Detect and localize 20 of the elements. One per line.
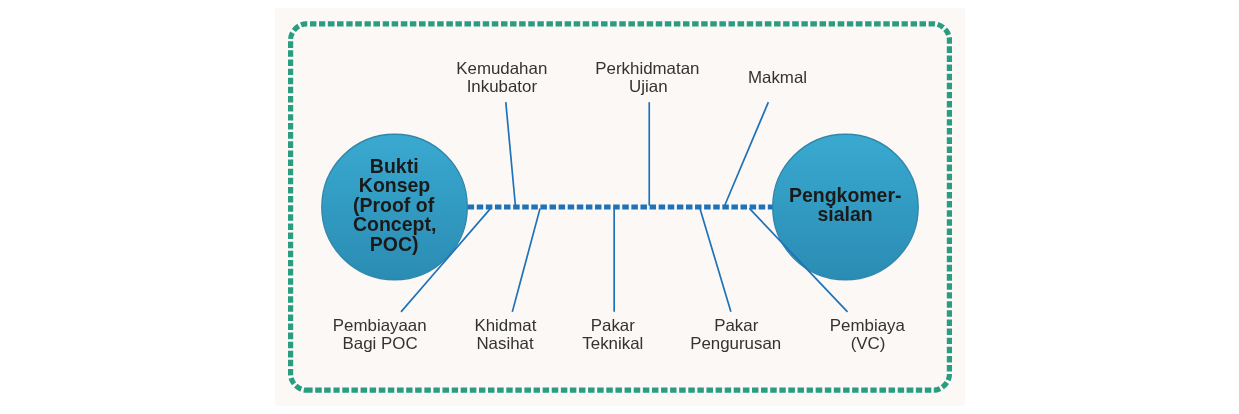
node-text: Khidmat Nasihat [473,315,536,354]
node-text: Pembiaya (VC) [829,315,905,354]
node-text: Pembiayaan Bagi POC [332,315,427,354]
connector [511,207,541,313]
connector [504,101,516,207]
connector [748,207,848,313]
node-text: Makmal [747,67,807,87]
cluster [287,21,952,393]
connector [723,101,769,207]
node-circle: Bukti Konsep (Proof of Concept, POC) [320,133,468,281]
node-text: Perkhidmatan Ujian [594,58,699,96]
node-circle: Pengkomer-sialan [771,133,919,281]
node-text: Pakar Pengurusan [689,315,781,354]
node-text: Kemudahan Inkubator [455,58,547,96]
connector [467,204,772,210]
connector [647,101,650,207]
connector [698,207,732,313]
connector [399,207,491,313]
node-text: Pakar Teknikal [581,315,643,354]
connector [612,207,615,313]
